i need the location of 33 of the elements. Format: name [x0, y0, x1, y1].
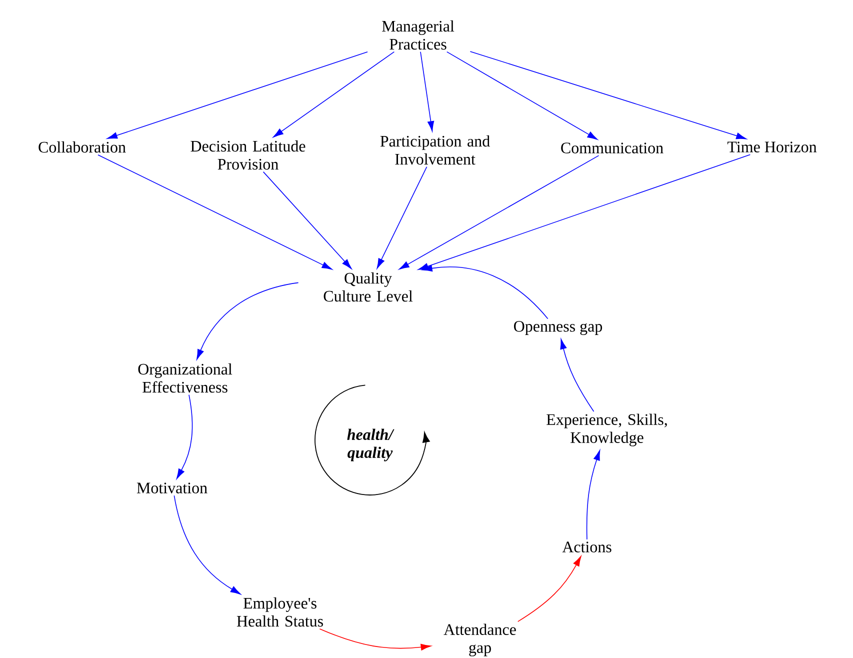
- variable-label: Communication: [561, 142, 664, 154]
- variable-label: Openness gap: [514, 320, 602, 336]
- arrow: [98, 154, 332, 270]
- arrow: [176, 394, 193, 479]
- arrow: [196, 282, 299, 360]
- arrow: [560, 338, 594, 412]
- arrow: [418, 154, 751, 270]
- variable-label: Quality Culture Level: [324, 272, 413, 302]
- arrow: [376, 166, 428, 269]
- arrow: [470, 51, 746, 140]
- arrow: [398, 155, 600, 270]
- arrow: [446, 51, 598, 140]
- variable-label: Collaboration: [38, 141, 126, 153]
- arrow: [422, 265, 548, 320]
- variable-label: Decision Latitude Provision: [190, 140, 306, 170]
- arrow: [273, 51, 395, 138]
- loop-label: health/ quality: [347, 428, 394, 462]
- variable-label: Participation and Involvement: [380, 135, 490, 165]
- arrow: [319, 628, 432, 650]
- variable-label: Actions: [562, 542, 612, 552]
- variable-label: Time Horizon: [727, 142, 817, 152]
- variable-label: Attendance gap: [444, 624, 516, 656]
- arrow: [262, 171, 352, 270]
- variable-label: Experience, Skills, Knowledge: [546, 414, 667, 446]
- arrow: [517, 556, 582, 622]
- variable-label: Organizational Effectiveness: [138, 363, 232, 393]
- arrow: [420, 51, 434, 132]
- arrow: [107, 51, 368, 139]
- variable-label: Employee's Health Status: [236, 597, 323, 627]
- variable-label: Managerial Practices: [382, 20, 454, 50]
- variable-label: Motivation: [136, 482, 208, 494]
- arrow: [174, 495, 241, 594]
- arrow: [586, 450, 600, 540]
